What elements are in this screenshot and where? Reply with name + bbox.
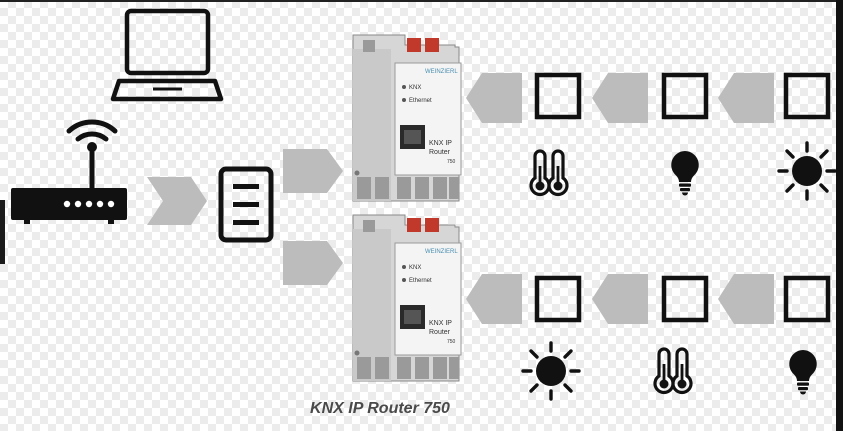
led-ethernet-label: Ethernet xyxy=(409,278,432,284)
device-model-line2: Router xyxy=(429,149,451,156)
laptop-icon xyxy=(110,8,224,102)
server-icon xyxy=(218,166,274,243)
arrow-server-to-router-top xyxy=(283,149,343,193)
device-model-number: 750 xyxy=(447,339,456,345)
arrow-server-to-router-bottom xyxy=(283,241,343,285)
led-knx-label: KNX xyxy=(409,265,421,271)
lightbulb-icon xyxy=(789,350,817,395)
arrow-left xyxy=(466,73,522,123)
switch-icon xyxy=(664,75,706,117)
device-model-line2: Router xyxy=(429,329,451,336)
device-brand-label: WEINZIERL xyxy=(425,69,458,75)
sun-icon xyxy=(521,341,581,401)
window-right-border xyxy=(836,0,843,431)
switch-icon xyxy=(537,278,579,320)
device-model-line1: KNX IP xyxy=(429,140,452,147)
device-model-line1: KNX IP xyxy=(429,320,452,327)
knx-ip-router-top: WEINZIERL KNX Ethernet KNX IP Router 750 xyxy=(352,34,462,202)
left-edge-tab xyxy=(0,200,5,264)
thermometer-icon xyxy=(529,149,569,197)
switch-icon xyxy=(786,75,828,117)
led-ethernet-label: Ethernet xyxy=(409,98,432,104)
lightbulb-icon xyxy=(671,151,699,196)
arrow-router-to-server xyxy=(147,177,207,225)
device-brand-label: WEINZIERL xyxy=(425,249,458,255)
device-model-number: 750 xyxy=(447,159,456,165)
led-knx-label: KNX xyxy=(409,85,421,91)
sun-icon xyxy=(777,141,837,201)
diagram-caption: KNX IP Router 750 xyxy=(310,400,450,417)
switch-icon xyxy=(664,278,706,320)
wifi-router-icon xyxy=(11,119,127,224)
arrow-left xyxy=(592,73,648,123)
switch-icon xyxy=(786,278,828,320)
arrow-left xyxy=(718,73,774,123)
knx-ip-router-bottom: WEINZIERL KNX Ethernet KNX IP Router 750 xyxy=(352,214,462,382)
arrow-left xyxy=(592,274,648,324)
switch-icon xyxy=(537,75,579,117)
arrow-left xyxy=(466,274,522,324)
thermometer-icon xyxy=(653,347,693,395)
arrow-left xyxy=(718,274,774,324)
window-top-border xyxy=(0,0,843,2)
